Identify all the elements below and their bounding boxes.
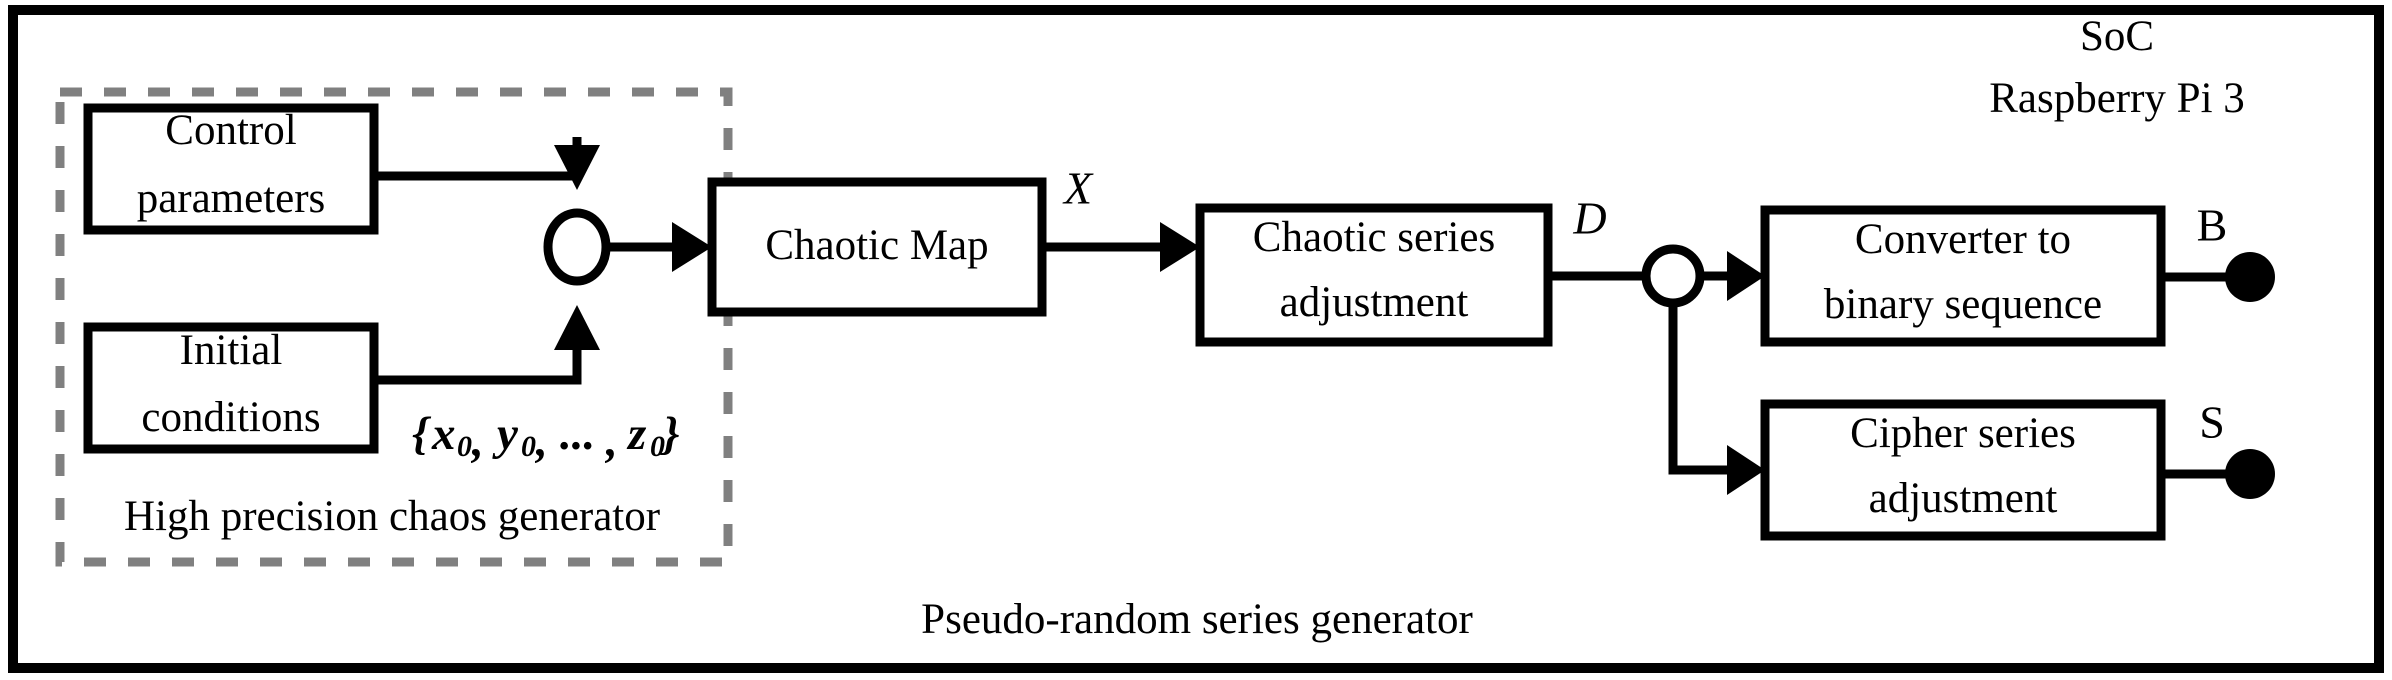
- block-converter-line2: binary sequence: [1824, 281, 2102, 328]
- terminal-b-dot[interactable]: [2225, 252, 2275, 302]
- block-cipher-line2: adjustment: [1869, 475, 2058, 522]
- arrowhead-down-into-junction: [554, 145, 600, 190]
- block-initial-conditions[interactable]: [83, 322, 379, 454]
- pseudo-random-generator-caption: Pseudo-random series generator: [921, 596, 1473, 643]
- arrowhead-to-cipher: [1727, 445, 1765, 495]
- signal-x: x: [431, 408, 456, 460]
- signal-label-S: S: [2199, 397, 2225, 448]
- block-initial-conditions-line1: Initial: [180, 327, 283, 374]
- arrowhead-up-into-junction: [554, 305, 600, 350]
- block-control-parameters-line2: parameters: [137, 175, 326, 222]
- soc-boundary: [8, 5, 2384, 673]
- signal-z: z: [626, 408, 647, 460]
- block-converter-line1: Converter to: [1855, 216, 2071, 263]
- chaos-generator-dashed-boundary: [55, 87, 733, 567]
- arrowhead-to-converter: [1727, 251, 1765, 301]
- wire-branch-down-to-cipher: [1668, 303, 1727, 475]
- wire-control-to-junction: [374, 137, 582, 181]
- wire-initial-to-junction: [374, 349, 582, 385]
- signal-x-subscript: 0: [457, 430, 472, 463]
- soc-label-line2: Raspberry Pi 3: [1989, 75, 2245, 122]
- signal-z-subscript: 0: [650, 430, 665, 463]
- signal-comma-3: ,: [604, 415, 618, 467]
- block-chaotic-map-label: Chaotic Map: [765, 222, 988, 269]
- signal-comma-1: ,: [470, 415, 484, 467]
- signal-label-B: B: [2197, 200, 2228, 251]
- signal-label-D: D: [1572, 193, 1606, 244]
- signal-label-X: X: [1062, 163, 1094, 214]
- block-control-parameters[interactable]: [83, 103, 379, 235]
- signal-y-subscript: 0: [521, 430, 536, 463]
- signal-ellipsis: ...: [560, 408, 595, 460]
- block-cipher-line1: Cipher series: [1850, 410, 2076, 457]
- block-control-parameters-line1: Control: [165, 107, 296, 154]
- initial-conditions-signal-label: { x 0 , y 0 , ... , z 0 }: [412, 408, 679, 467]
- signal-open-brace: {: [412, 408, 432, 460]
- signal-comma-2: ,: [534, 415, 548, 467]
- chaos-generator-caption: High precision chaos generator: [124, 493, 660, 540]
- branch-junction[interactable]: [1641, 244, 1705, 308]
- signal-close-brace: }: [660, 408, 679, 460]
- signal-y: y: [492, 408, 518, 460]
- block-chaotic-map[interactable]: [707, 177, 1047, 317]
- block-chaotic-series-adjustment-line1: Chaotic series: [1253, 214, 1495, 261]
- arrowhead-to-chaotic-map: [672, 222, 712, 272]
- summing-junction[interactable]: [543, 208, 611, 286]
- soc-label-line1: SoC: [2080, 13, 2154, 60]
- block-chaotic-series-adjustment-line2: adjustment: [1280, 279, 1469, 326]
- terminal-s-dot[interactable]: [2225, 449, 2275, 499]
- block-initial-conditions-line2: conditions: [141, 394, 320, 441]
- arrowhead-to-chaotic-series-adjustment: [1160, 222, 1200, 272]
